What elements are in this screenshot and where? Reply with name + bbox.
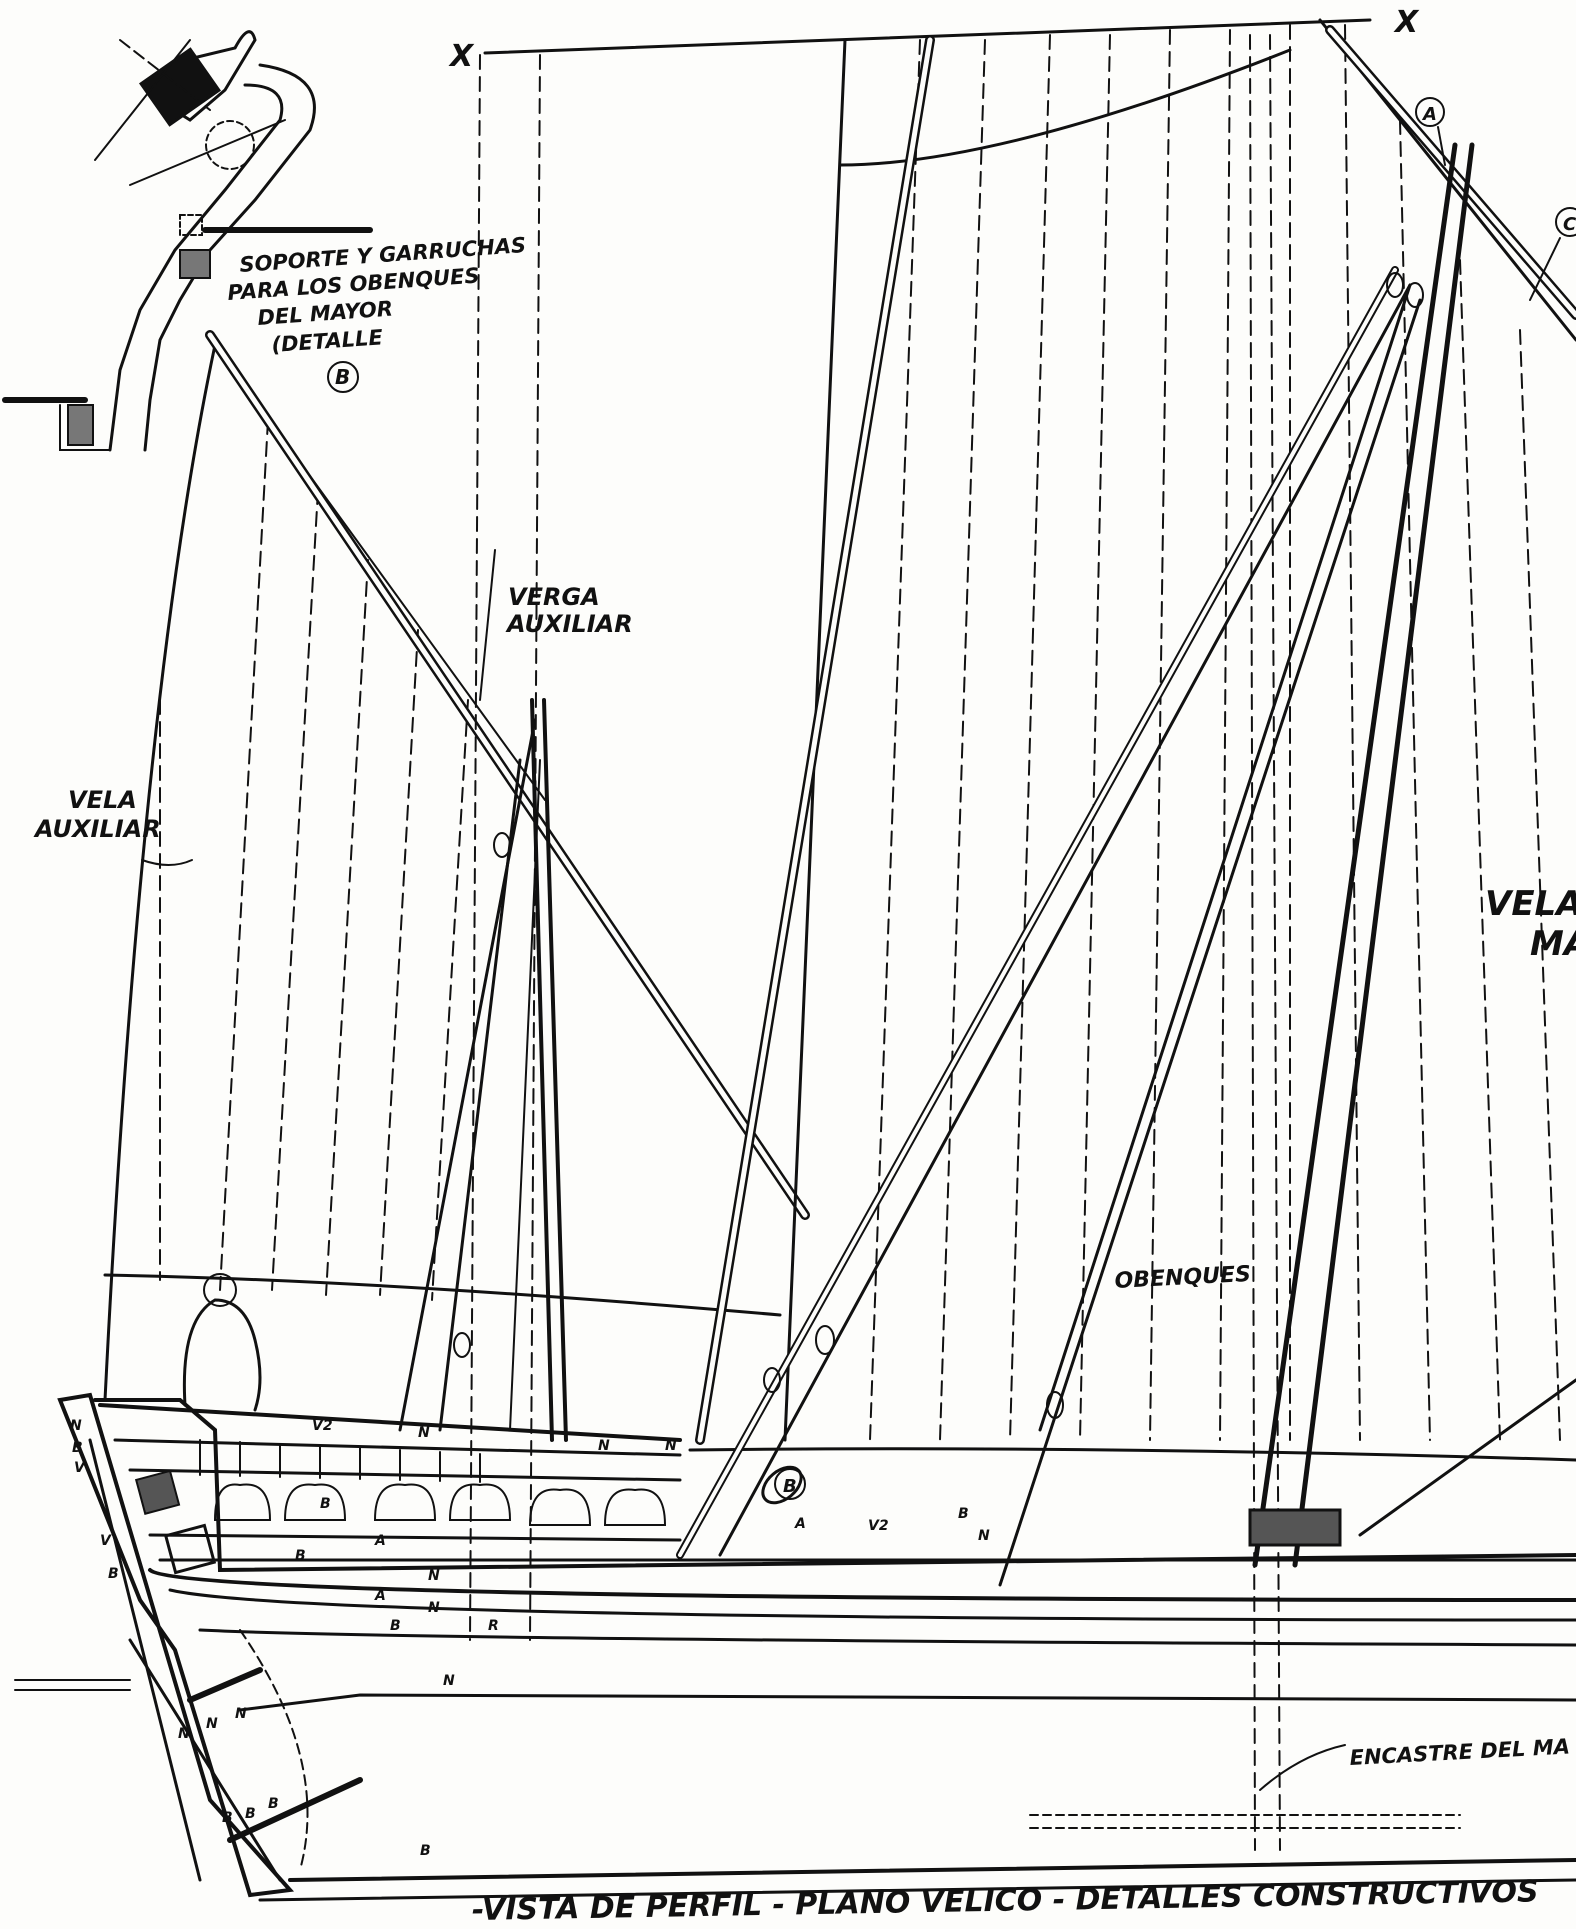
poop-deck — [98, 1273, 1576, 1562]
mark-r-lower: R — [488, 1618, 499, 1634]
mark-b-bitt: B — [958, 1506, 969, 1522]
obenques-label: OBENQUES — [1114, 1262, 1251, 1294]
x-left-marker: X — [448, 39, 475, 74]
verga-label-2: AUXILIAR — [505, 610, 633, 638]
hull — [14, 1398, 1576, 1902]
mark-stern-v2: V — [100, 1533, 112, 1549]
mark-b-lower: B — [390, 1618, 401, 1634]
callout-c-letter: C — [1563, 214, 1576, 235]
vela-mayor-label-2: MA — [1530, 924, 1576, 964]
mark-stern-n: N — [70, 1418, 82, 1434]
mark-a-side: A — [374, 1588, 386, 1604]
mark-b-side: B — [295, 1548, 306, 1564]
mark-n-deck-2: N — [598, 1438, 610, 1454]
mark-n-side-1: N — [428, 1568, 440, 1584]
detail-b-circle — [327, 361, 359, 393]
mark-v2-deck: V2 — [312, 1418, 333, 1434]
verga-label-1: VERGA — [508, 583, 600, 611]
mark-n-stern-3: N — [235, 1706, 247, 1722]
mark-b-stern-3: B — [268, 1796, 279, 1812]
auxiliary-sail — [103, 343, 782, 1402]
mark-b-panel: B — [320, 1496, 331, 1512]
callout-a-letter: A — [1421, 104, 1437, 125]
mark-stern-b: B — [72, 1440, 83, 1456]
mark-b-stern-2: B — [245, 1806, 256, 1822]
detail-ref-letter: B — [335, 365, 350, 389]
mark-a-rail: A — [374, 1533, 386, 1549]
vela-auxiliar-label-1: VELA — [68, 786, 137, 814]
vela-auxiliar-label-2: AUXILIAR — [33, 815, 161, 843]
mark-n-bitt: N — [978, 1528, 990, 1544]
mark-n-deck-1: N — [418, 1425, 430, 1441]
mark-n-hull: N — [443, 1673, 455, 1689]
vela-mayor-label-1: VELA — [1485, 884, 1576, 924]
footer-caption: -VISTA DE PERFIL - PLANO VELICO - DETALL… — [472, 1874, 1539, 1928]
mark-b-stern-1: B — [222, 1810, 233, 1826]
detail-title-line-4: (DETALLE — [271, 325, 384, 357]
callout-a-circle — [1415, 97, 1445, 127]
stern-post — [57, 1392, 363, 1898]
mark-a-deck: A — [794, 1516, 806, 1532]
mark-stern-v: V — [74, 1460, 86, 1476]
mark-v2-deck-2: V2 — [868, 1518, 889, 1534]
mark-n-stern-2: N — [206, 1716, 218, 1732]
mark-n-side-2: N — [428, 1600, 440, 1616]
auxiliary-yard — [205, 330, 810, 1220]
callout-c-circle — [1555, 207, 1576, 237]
mark-n-stern-1: N — [178, 1726, 190, 1742]
mizzen-mast — [398, 698, 568, 1442]
callout-b-circle — [774, 1468, 806, 1500]
callout-b-letter: B — [783, 1476, 797, 1497]
mark-n-deck-3: N — [665, 1438, 677, 1454]
mark-stern-b2: B — [108, 1566, 119, 1582]
detail-b-drawing — [2, 30, 373, 452]
shrouds — [676, 266, 1576, 1587]
main-mast — [1248, 142, 1475, 1568]
encastre-label: ENCASTRE DEL MA — [1349, 1734, 1570, 1770]
mark-b-keel: B — [420, 1843, 431, 1859]
x-right-marker: X — [1393, 5, 1420, 40]
